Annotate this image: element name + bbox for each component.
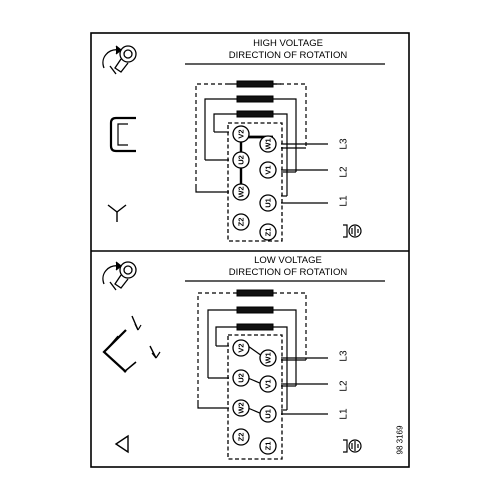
hv-terminal-u2-label: U2 — [237, 155, 246, 165]
hv-line-l3-label: L3 — [339, 138, 350, 150]
hv-terminal-w1: W1 — [259, 135, 277, 153]
doc-number: 98 3169 — [396, 425, 405, 454]
ground-icon — [343, 224, 362, 238]
hv-winding-2 — [236, 95, 274, 103]
hv-terminal-u2: U2 — [232, 151, 250, 169]
hv-line-l1-label: L1 — [339, 195, 350, 207]
connector-link-icon — [109, 116, 136, 153]
lv-terminal-u1-label: U1 — [264, 409, 273, 419]
lv-terminal-z1: Z1 — [259, 437, 277, 455]
hv-title-line2: DIRECTION OF ROTATION — [229, 50, 348, 61]
lv-terminal-v2-label: V2 — [237, 343, 246, 352]
ground-icon — [343, 439, 362, 453]
hv-terminal-z2-label: Z2 — [237, 218, 246, 227]
diagram-frame — [90, 32, 410, 468]
delta-connection-icon — [114, 434, 129, 454]
hv-terminal-z1: Z1 — [259, 223, 277, 241]
lv-title-line1: LOW VOLTAGE — [254, 255, 322, 266]
hv-title-line1: HIGH VOLTAGE — [253, 38, 323, 49]
hv-wiring — [195, 83, 328, 204]
hv-terminal-w2-label: W2 — [237, 186, 246, 197]
hv-terminals: V2 W1 U2 V1 W2 U1 — [232, 125, 277, 241]
hv-terminal-v2-label: V2 — [237, 129, 246, 138]
hv-terminal-v1-label: V1 — [264, 165, 273, 174]
connector-link-icon — [102, 315, 161, 373]
low-voltage-panel: LOW VOLTAGE DIRECTION OF ROTATION — [102, 255, 405, 460]
hv-terminal-w1-label: W1 — [264, 138, 273, 149]
lv-terminal-z1-label: Z1 — [264, 442, 273, 451]
lv-terminal-z2: Z2 — [232, 428, 250, 446]
lv-title-line2: DIRECTION OF ROTATION — [229, 267, 348, 278]
hv-terminal-z2: Z2 — [232, 213, 250, 231]
high-voltage-panel: HIGH VOLTAGE DIRECTION OF ROTATION — [102, 38, 385, 242]
hv-line-l2-label: L2 — [339, 166, 350, 178]
hv-winding-1 — [236, 80, 274, 88]
lv-terminal-v2: V2 — [232, 339, 250, 357]
hv-windings — [236, 80, 274, 118]
lv-terminal-z2-label: Z2 — [237, 433, 246, 442]
lv-terminal-u1: U1 — [259, 405, 277, 423]
lv-terminal-w2: W2 — [232, 399, 250, 417]
lv-terminal-w2-label: W2 — [237, 402, 246, 413]
lv-winding-2 — [236, 306, 274, 314]
rotation-arrow-icon — [102, 261, 137, 291]
hv-terminal-w2: W2 — [232, 183, 250, 201]
lv-line-l2-label: L2 — [339, 380, 350, 392]
lv-line-l1-label: L1 — [339, 408, 350, 420]
hv-terminal-z1-label: Z1 — [264, 228, 273, 237]
star-connection-icon — [107, 204, 127, 222]
lv-terminal-u2-label: U2 — [237, 373, 246, 383]
hv-terminal-u1: U1 — [259, 194, 277, 212]
hv-terminal-v1: V1 — [259, 161, 277, 179]
lv-terminal-w1-label: W1 — [264, 352, 273, 363]
lv-winding-1 — [236, 289, 274, 297]
lv-wiring — [197, 292, 328, 415]
hv-winding-3 — [236, 110, 274, 118]
lv-terminal-block — [227, 334, 283, 460]
lv-terminal-w1: W1 — [259, 349, 277, 367]
rotation-arrow-icon — [102, 45, 137, 75]
hv-terminal-block — [227, 122, 283, 242]
lv-line-l3-label: L3 — [339, 350, 350, 362]
lv-terminal-v1-label: V1 — [264, 379, 273, 388]
lv-winding-3 — [236, 323, 274, 331]
hv-terminal-v2: V2 — [232, 125, 250, 143]
lv-windings — [236, 289, 274, 331]
lv-terminal-u2: U2 — [232, 369, 250, 387]
hv-terminal-u1-label: U1 — [264, 198, 273, 208]
lv-terminal-v1: V1 — [259, 375, 277, 393]
lv-terminals: V2 W1 U2 V1 W2 U1 — [232, 339, 277, 455]
